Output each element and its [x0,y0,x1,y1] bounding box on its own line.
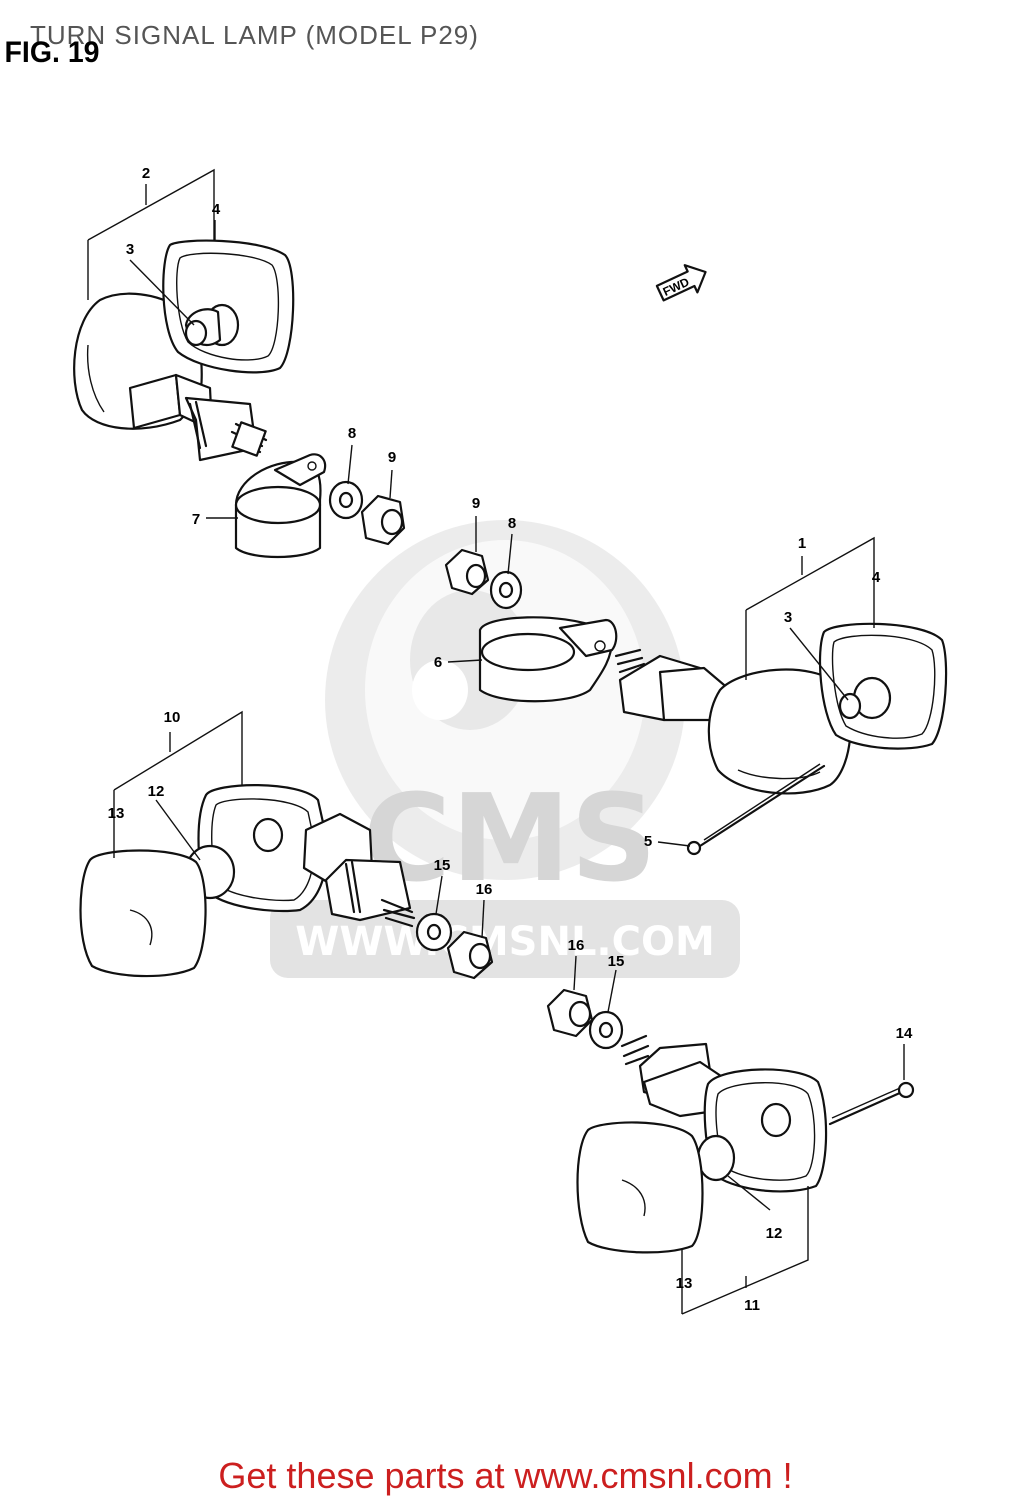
washer-15-lower [415,912,453,952]
bracket-7 [234,453,327,559]
callout-9-upper: 9 [388,449,396,466]
callout-10: 10 [164,709,181,726]
screw-14 [828,1081,915,1126]
callout-16-right: 16 [568,937,585,954]
forward-direction-arrow: FWD [655,264,707,302]
callout-14: 14 [896,1025,913,1042]
nut-9-upper [360,494,406,546]
callout-4-upper: 4 [212,201,221,218]
leader-lines [87,168,905,1315]
nut-16-lower [446,930,494,980]
callout-7: 7 [192,511,200,528]
nut-9-mid [444,548,490,596]
diagram-title: TURN SIGNAL LAMP (MODEL P29) [30,20,479,50]
figure-number: FIG. 19 [4,36,100,69]
callout-6: 6 [434,654,442,671]
callout-5: 5 [644,833,652,850]
callout-16-left: 16 [476,881,493,898]
callout-9-mid: 9 [472,495,480,512]
watermark-brand: CMS [363,770,657,909]
rear-right-turn-signal [546,988,828,1254]
washer-15-right [588,1010,624,1050]
callout-8-upper: 8 [348,425,356,442]
rear-left-turn-signal [79,784,416,978]
front-left-turn-signal [73,239,295,462]
callout-4-right: 4 [872,569,881,586]
callout-11: 11 [744,1297,760,1314]
callout-1: 1 [798,535,806,552]
nut-16-right [546,988,594,1038]
front-right-turn-signal [444,548,948,795]
callout-13-right: 13 [676,1275,693,1292]
callout-2: 2 [142,165,150,182]
washer-8-upper [328,480,364,520]
watermark-url: WWW.CMSNL.COM [295,919,715,965]
callout-12-left: 12 [148,783,165,800]
bracket-6 [478,616,618,703]
callout-15-left: 15 [434,857,451,874]
callout-13-left: 13 [108,805,125,822]
callout-3-right: 3 [784,609,792,626]
callout-3-upper: 3 [126,241,134,258]
screw-5 [686,763,826,856]
parts-link[interactable]: Get these parts at www.cmsnl.com ! [218,1455,793,1496]
callout-labels: 2 4 3 8 9 7 9 8 1 4 3 6 10 12 13 5 15 16… [108,165,913,1314]
callout-8-mid: 8 [508,515,516,532]
callout-12-right: 12 [766,1225,783,1242]
washer-8-mid [489,570,523,610]
callout-15-right: 15 [608,953,625,970]
